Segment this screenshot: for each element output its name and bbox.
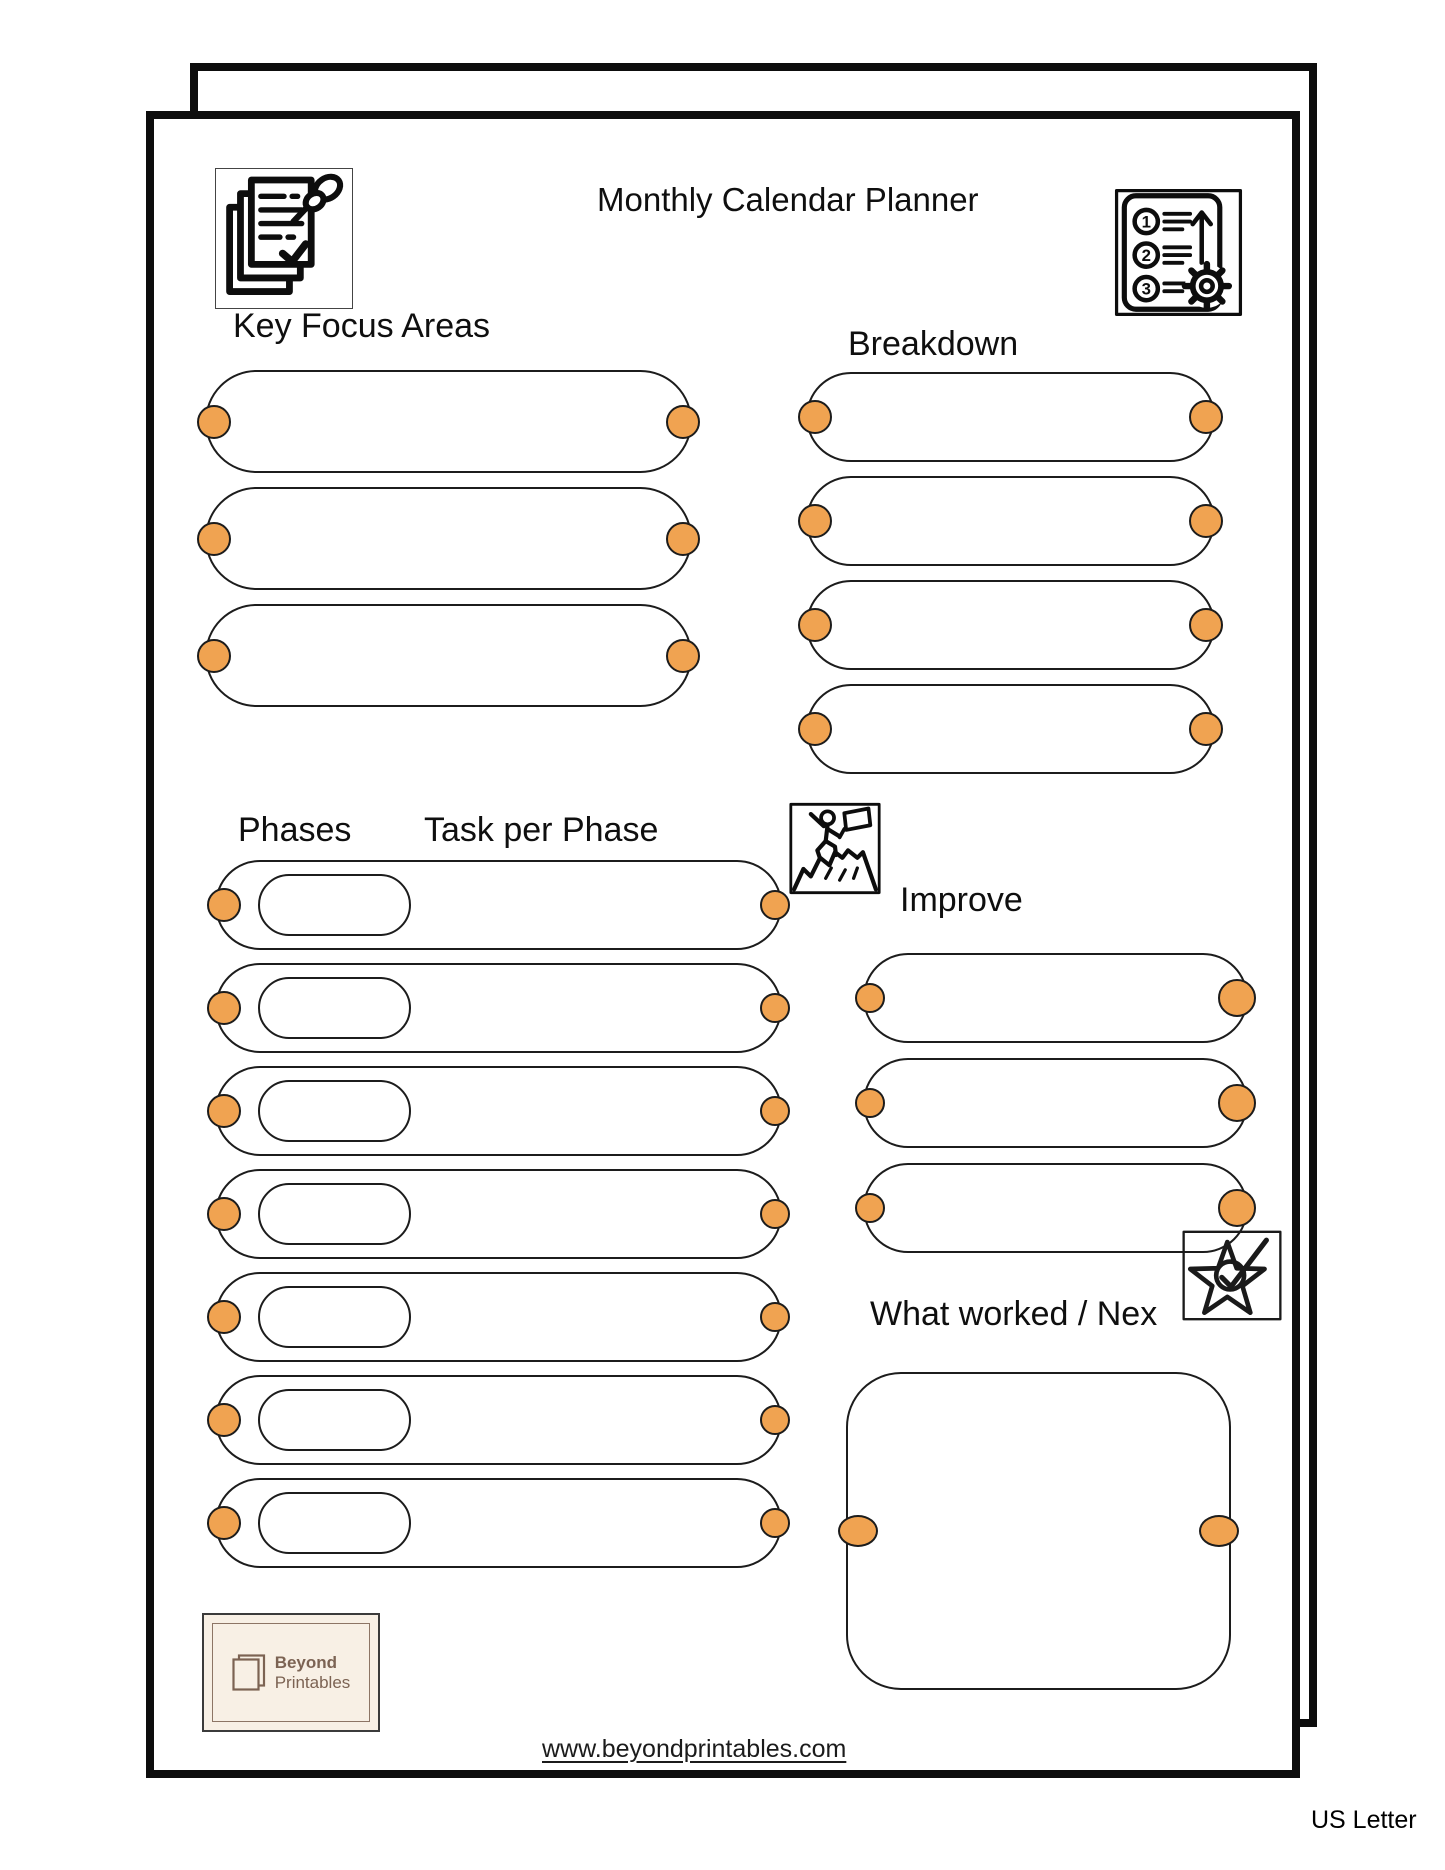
brand-logo: Beyond Printables (202, 1613, 380, 1732)
brand-logo-frame: Beyond Printables (212, 1623, 370, 1722)
connector-dot (760, 1199, 790, 1229)
connector-dot (760, 993, 790, 1023)
connector-dot (838, 1515, 878, 1547)
phase-field (258, 1389, 411, 1451)
task-per-phase-heading: Task per Phase (424, 811, 659, 849)
phase-field (258, 1286, 411, 1348)
connector-dot (1199, 1515, 1239, 1547)
connector-dot (760, 890, 790, 920)
brand-logo-text: Beyond Printables (275, 1653, 351, 1691)
connector-dot (666, 638, 700, 673)
connector-dot (1218, 1189, 1256, 1227)
connector-dot (760, 1508, 790, 1538)
phases-heading: Phases (238, 811, 352, 849)
connector-dot (760, 1405, 790, 1435)
page-title: Monthly Calendar Planner (597, 181, 979, 218)
phase-field (258, 874, 411, 936)
clipboard-pushpin-icon (215, 168, 353, 309)
connector-dot (798, 608, 832, 642)
paper-size-label: US Letter (1311, 1806, 1417, 1834)
breakdown-field (798, 684, 1223, 774)
connector-dot (207, 1094, 241, 1128)
connector-dot (855, 1193, 885, 1223)
what-worked-field (838, 1372, 1239, 1690)
connector-dot (197, 404, 231, 439)
connector-dot (1189, 608, 1223, 642)
key-focus-heading: Key Focus Areas (233, 307, 491, 345)
breakdown-field (798, 372, 1223, 462)
improve-heading: Improve (900, 881, 1023, 919)
task-field (207, 1478, 790, 1568)
key-focus-field (197, 604, 700, 707)
task-field (207, 1272, 790, 1362)
connector-dot (1189, 504, 1223, 538)
connector-dot (760, 1302, 790, 1332)
task-field (207, 963, 790, 1053)
connector-dot (1218, 1084, 1256, 1122)
breakdown-field (798, 476, 1223, 566)
task-field (207, 1375, 790, 1465)
brand-name-line2: Printables (274, 1672, 351, 1692)
key-focus-field (197, 487, 700, 590)
connector-dot (760, 1096, 790, 1126)
task-field (207, 860, 790, 950)
svg-text:2: 2 (1142, 246, 1151, 265)
breakdown-heading: Breakdown (848, 325, 1019, 363)
connector-dot (207, 1403, 241, 1437)
mountain-climber-flag-icon (788, 802, 882, 895)
connector-dot (798, 400, 832, 434)
connector-dot (197, 521, 231, 556)
connector-dot (855, 983, 885, 1013)
connector-dot (798, 504, 832, 538)
connector-dot (207, 888, 241, 922)
connector-dot (207, 1197, 241, 1231)
connector-dot (1189, 400, 1223, 434)
connector-dot (855, 1088, 885, 1118)
connector-dot (207, 1300, 241, 1334)
task-field (207, 1066, 790, 1156)
improve-field (855, 953, 1256, 1043)
phase-field (258, 1492, 411, 1554)
breakdown-rows (798, 372, 1223, 774)
what-worked-heading: What worked / Nex (870, 1295, 1158, 1333)
connector-dot (1218, 979, 1256, 1017)
connector-dot (666, 521, 700, 556)
svg-text:3: 3 (1142, 279, 1151, 298)
stacked-pages-icon (232, 1654, 265, 1691)
connector-dot (666, 404, 700, 439)
phase-field (258, 1080, 411, 1142)
connector-dot (1189, 712, 1223, 746)
phase-field (258, 1183, 411, 1245)
phase-task-rows (207, 860, 790, 1568)
connector-dot (197, 638, 231, 673)
breakdown-field (798, 580, 1223, 670)
key-focus-field (197, 370, 700, 473)
connector-dot (207, 991, 241, 1025)
improve-rows (855, 953, 1256, 1253)
svg-text:1: 1 (1142, 212, 1151, 231)
task-field (207, 1169, 790, 1259)
footer-website-link[interactable]: www.beyondprintables.com (542, 1735, 847, 1763)
connector-dot (798, 712, 832, 746)
connector-dot (207, 1506, 241, 1540)
star-checkmark-icon (1180, 1229, 1284, 1322)
priority-steps-gear-icon: 1 2 3 (1113, 188, 1244, 317)
key-focus-rows (197, 370, 700, 707)
phase-field (258, 977, 411, 1039)
improve-field (855, 1058, 1256, 1148)
brand-name-line1: Beyond (274, 1653, 338, 1673)
